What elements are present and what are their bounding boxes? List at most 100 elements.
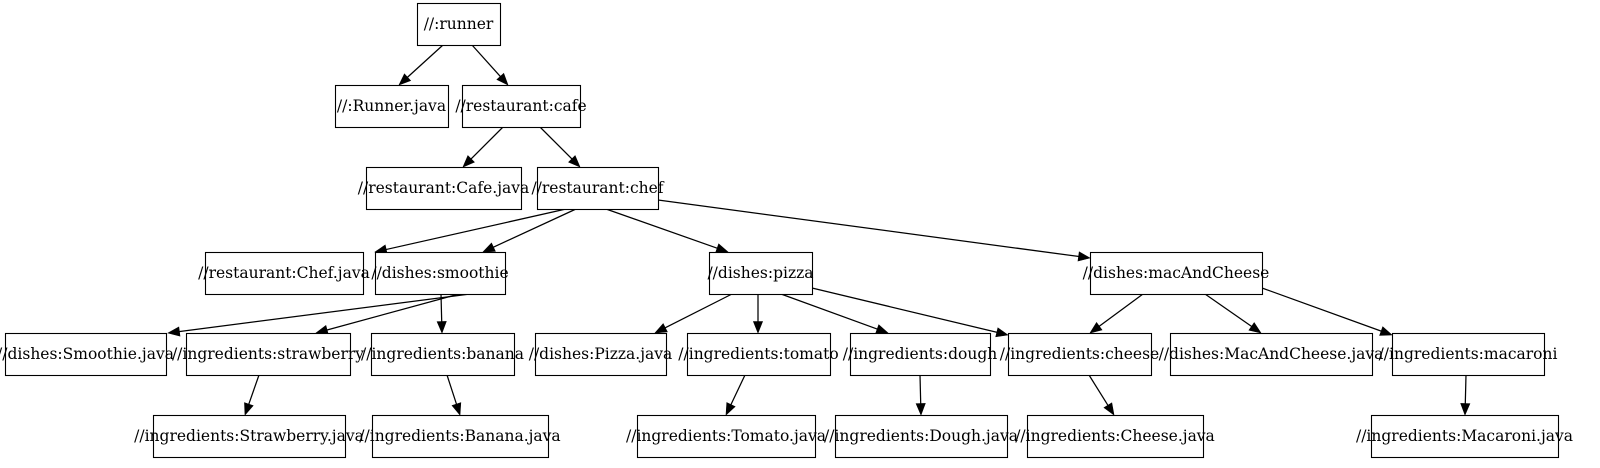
graph-node-ing_macaroni[interactable]: //ingredients:macaroni: [1379, 332, 1558, 377]
graph-edge: [462, 126, 504, 168]
node-box[interactable]: [1391, 332, 1546, 377]
graph-node-runner_java[interactable]: //:Runner.java: [334, 84, 450, 129]
node-label: //ingredients:Tomato.java: [626, 427, 826, 445]
edge-line: [539, 126, 574, 161]
graph-edge: [780, 293, 889, 334]
edge-arrowhead: [1248, 322, 1262, 334]
edge-line: [325, 293, 460, 331]
edge-line: [446, 374, 458, 406]
edge-line: [405, 44, 444, 79]
edge-line: [177, 293, 471, 333]
node-box[interactable]: [636, 414, 817, 459]
graph-node-tomato_java[interactable]: //ingredients:Tomato.java: [626, 414, 826, 459]
edge-line: [811, 287, 999, 334]
graph-edge: [752, 294, 764, 334]
graph-node-ing_dough[interactable]: //ingredients:dough: [843, 332, 997, 377]
node-box[interactable]: [708, 251, 814, 296]
node-box[interactable]: [365, 166, 523, 211]
edge-arrowhead: [915, 403, 926, 416]
node-label: //restaurant:chef: [531, 179, 664, 197]
graph-node-chef_java[interactable]: //restaurant:Chef.java: [198, 251, 370, 296]
node-label: //ingredients:tomato: [678, 345, 838, 363]
node-box[interactable]: [204, 251, 365, 296]
edge-line: [663, 293, 733, 330]
node-label: //ingredients:Cheese.java: [1015, 427, 1215, 445]
graph-node-cafe_java[interactable]: //restaurant:Cafe.java: [358, 166, 530, 211]
graph-node-ing_banana[interactable]: //ingredients:banana: [361, 332, 524, 377]
node-label: //dishes:Pizza.java: [529, 345, 673, 363]
graph-node-macaroni_java[interactable]: //ingredients:Macaroni.java: [1356, 414, 1573, 459]
node-box[interactable]: [416, 2, 502, 47]
graph-node-strawberry_java[interactable]: //ingredients:Strawberry.java: [134, 414, 364, 459]
edge-line: [440, 293, 443, 324]
graph-node-ing_cheese[interactable]: //ingredients:cheese: [1000, 332, 1159, 377]
node-label: //dishes:macAndCheese: [1083, 264, 1270, 282]
node-box[interactable]: [374, 251, 507, 296]
graph-edge: [482, 208, 577, 253]
node-box[interactable]: [461, 84, 582, 129]
node-box[interactable]: [534, 332, 668, 377]
graph-edge: [605, 208, 729, 253]
edge-line: [1464, 374, 1467, 406]
node-label: //dishes:pizza: [707, 264, 813, 282]
edge-line: [384, 208, 567, 251]
graph-node-restaurant_chef[interactable]: //restaurant:chef: [531, 166, 665, 211]
node-label: //ingredients:cheese: [1000, 345, 1159, 363]
graph-node-runner[interactable]: //:runner: [416, 2, 502, 47]
node-box[interactable]: [152, 414, 347, 459]
graph-node-ing_tomato[interactable]: //ingredients:tomato: [678, 332, 839, 377]
graph-node-dishes_pizza[interactable]: //dishes:pizza: [707, 251, 814, 296]
node-box[interactable]: [1370, 414, 1560, 459]
graph-edge: [398, 44, 444, 86]
node-label: //:Runner.java: [337, 97, 446, 115]
graph-edge: [1088, 374, 1115, 416]
graph-node-dough_java[interactable]: //ingredients:Dough.java: [824, 414, 1018, 459]
edge-line: [1088, 374, 1110, 407]
node-box[interactable]: [686, 332, 832, 377]
edge-arrowhead: [1460, 403, 1471, 416]
graph-node-macncheese_java[interactable]: //dishes:MacAndCheese.java: [1159, 332, 1384, 377]
graph-node-restaurant_cafe[interactable]: //restaurant:cafe: [455, 84, 587, 129]
node-box[interactable]: [185, 332, 352, 377]
graph-node-banana_java[interactable]: //ingredients:Banana.java: [359, 414, 561, 459]
graph-node-cheese_java[interactable]: //ingredients:Cheese.java: [1015, 414, 1215, 459]
node-box[interactable]: [1026, 414, 1205, 459]
node-box[interactable]: [536, 166, 660, 211]
edge-line: [1204, 293, 1254, 328]
node-box[interactable]: [1007, 332, 1153, 377]
node-box[interactable]: [334, 84, 450, 129]
edges-layer: [167, 44, 1471, 416]
edge-arrowhead: [1089, 321, 1103, 334]
graph-node-pizza_java[interactable]: //dishes:Pizza.java: [529, 332, 673, 377]
nodes-layer: //:runner //:Runner.java //restaurant:cafe…: [0, 2, 1573, 459]
edge-arrowhead: [1077, 251, 1091, 262]
node-label: //ingredients:Banana.java: [359, 427, 560, 445]
edge-arrowhead: [482, 242, 496, 253]
node-label: //ingredients:strawberry: [172, 345, 364, 363]
graph-node-ing_strawberry[interactable]: //ingredients:strawberry: [172, 332, 364, 377]
graph-edge: [1089, 293, 1144, 334]
node-box[interactable]: [371, 414, 550, 459]
edge-line: [1097, 293, 1144, 328]
node-box[interactable]: [834, 414, 1009, 459]
edge-line: [729, 374, 746, 407]
graph-node-smoothie_java[interactable]: //dishes:Smoothie.java: [0, 332, 174, 377]
node-box[interactable]: [4, 332, 168, 377]
graph-node-dishes_macncheese[interactable]: //dishes:macAndCheese: [1083, 251, 1270, 296]
node-box[interactable]: [370, 332, 516, 377]
graph-edge: [244, 374, 260, 416]
graph-edge: [1261, 287, 1393, 336]
node-label: //dishes:smoothie: [371, 264, 508, 282]
graph-node-dishes_smoothie[interactable]: //dishes:smoothie: [371, 251, 509, 296]
graph-edge: [725, 374, 746, 416]
node-box[interactable]: [849, 332, 992, 377]
node-box[interactable]: [1169, 332, 1374, 377]
node-label: //dishes:MacAndCheese.java: [1159, 345, 1384, 363]
node-box[interactable]: [1089, 251, 1264, 296]
graph-edge: [1460, 374, 1471, 416]
edge-arrowhead: [752, 321, 764, 334]
node-label: //dishes:Smoothie.java: [0, 345, 174, 363]
edge-line: [1261, 287, 1383, 333]
edge-line: [469, 126, 504, 161]
